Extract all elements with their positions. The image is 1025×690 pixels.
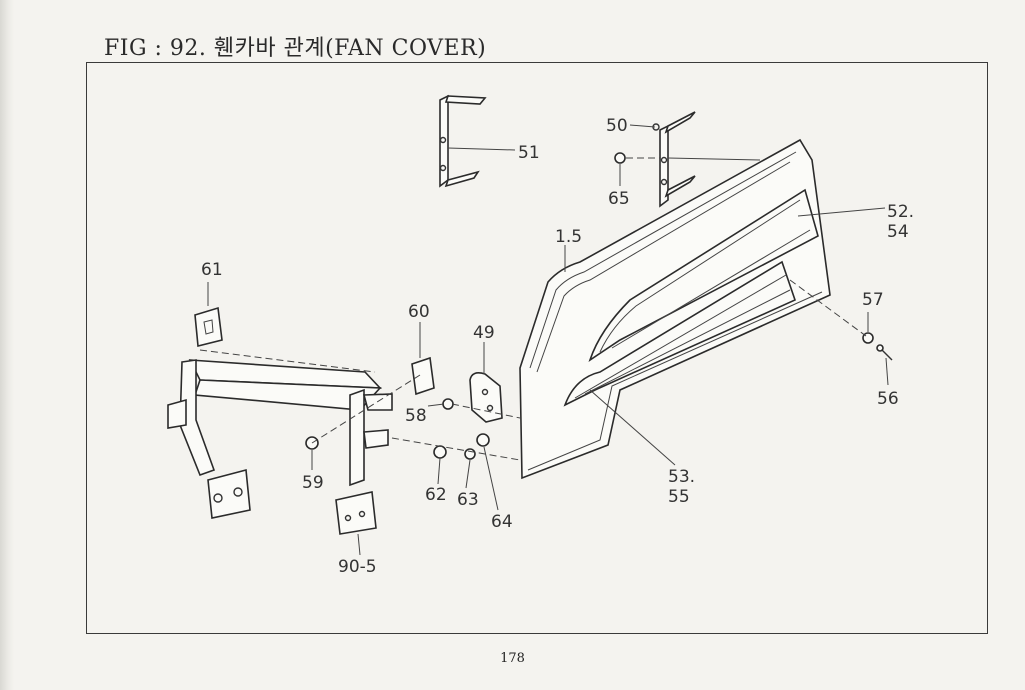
mounting-frame: [167, 359, 393, 535]
callout-labels: 50 51 65 1.5 52. 54 61 57 60 49 58 59 62…: [201, 116, 914, 577]
callout-label: 54: [887, 222, 909, 242]
bracket-61: [194, 306, 223, 348]
callout-label: 52.: [887, 202, 914, 222]
callout-label: 58: [405, 406, 427, 426]
scan-edge: [0, 0, 14, 690]
callout-label: 50: [606, 116, 628, 136]
callout-label: 49: [473, 323, 495, 343]
bracket-51: [439, 94, 487, 188]
leader-lines: [207, 124, 889, 556]
diagram-frame: [86, 62, 988, 634]
fan-cover-panel: [519, 138, 831, 480]
callout-label: 65: [608, 189, 630, 209]
callout-label: 62: [425, 485, 447, 505]
callout-label: 64: [491, 512, 513, 532]
plate-49: [469, 372, 503, 423]
callout-label: 63: [457, 490, 479, 510]
callout-label: 61: [201, 260, 223, 280]
callout-label: 57: [862, 290, 884, 310]
callout-label: 53.: [668, 467, 695, 487]
callout-label: 90-5: [338, 557, 377, 577]
figure-title: FIG : 92. 휀카바 관계(FAN COVER): [104, 36, 487, 61]
assembly-lines: [199, 157, 867, 461]
callout-label: 56: [877, 389, 899, 409]
callout-label: 55: [668, 487, 690, 507]
callout-label: 60: [408, 302, 430, 322]
bracket-50: [614, 111, 696, 208]
page-number: 178: [500, 651, 525, 666]
callout-label: 59: [302, 473, 324, 493]
bracket-60: [411, 356, 435, 396]
callout-label: 1.5: [555, 227, 582, 247]
fasteners: [305, 332, 893, 460]
callout-label: 51: [518, 143, 540, 163]
